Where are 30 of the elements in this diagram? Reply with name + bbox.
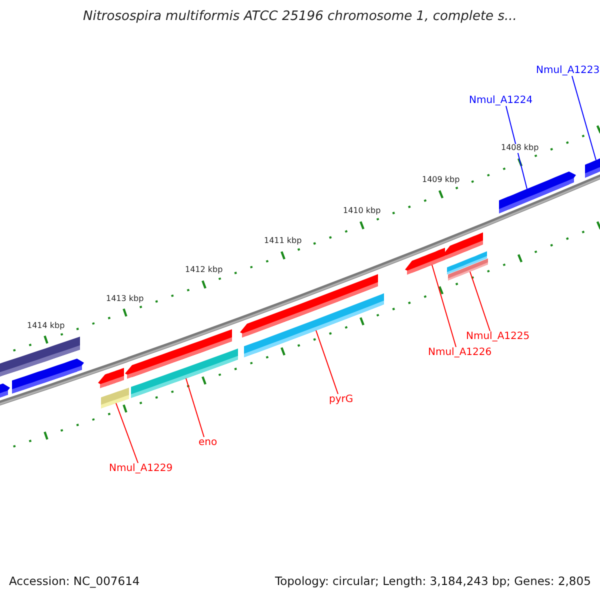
leader-line (316, 330, 338, 394)
scale-label: 1410 kbp (342, 207, 382, 216)
scale-label: 1409 kbp (421, 176, 461, 186)
gene-label: Nmul_A1224 (469, 95, 533, 106)
gene-label: Nmul_A1229 (109, 463, 173, 474)
gene-feature (240, 274, 384, 358)
leader-line (470, 271, 490, 332)
gene-label: Nmul_A1223 (536, 65, 600, 76)
gene-feature (443, 232, 488, 280)
accession-text: Accession: NC_007614 (9, 575, 140, 588)
map-title: Nitrosospira multiformis ATCC 25196 chromosome 1, complete s... (83, 10, 517, 24)
leader-line (572, 76, 596, 161)
gene-label: Nmul_A1225 (466, 331, 530, 342)
gene-feature (125, 329, 238, 398)
gene-feature (98, 368, 129, 408)
scale-label: 1414 kbp (26, 322, 66, 330)
scale-label: 1408 kbp (500, 144, 540, 154)
gene-feature (585, 156, 600, 178)
gene-label: Nmul_A1226 (428, 347, 492, 358)
scale-label: 1412 kbp (184, 266, 224, 276)
gene-label: eno (198, 437, 218, 448)
scale-label: 1413 kbp (105, 294, 145, 304)
gene-feature (499, 172, 576, 214)
scale-label: 1411 kbp (263, 237, 303, 246)
gene-label: pyrG (329, 394, 354, 405)
leader-line (186, 378, 204, 438)
genome-info-text: Topology: circular; Length: 3,184,243 bp; Genes: 2,805 (275, 575, 591, 588)
gene-feature (405, 248, 445, 275)
leader-line (116, 402, 138, 464)
leader-line (432, 264, 456, 348)
